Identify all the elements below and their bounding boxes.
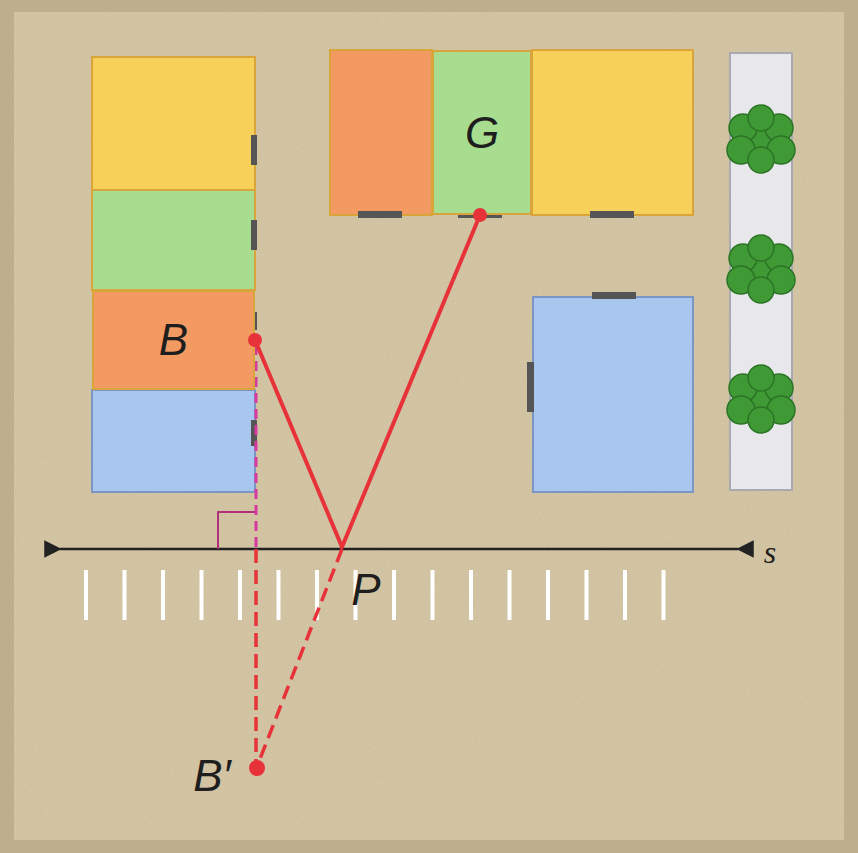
bushes [727, 105, 795, 433]
building [533, 297, 693, 492]
door [527, 362, 534, 412]
bush [748, 277, 774, 303]
reflected-point [249, 760, 265, 776]
parking-stripe [123, 570, 127, 620]
building-label: G [465, 111, 499, 155]
parking-stripe [508, 570, 512, 620]
point-label: B′ [193, 754, 231, 798]
parking-stripe [469, 570, 473, 620]
building [92, 57, 255, 190]
building: B [92, 290, 255, 390]
parking-stripe [161, 570, 165, 620]
right-angle-mark [218, 512, 256, 549]
door [358, 211, 402, 218]
building: G [432, 50, 532, 215]
bush [748, 147, 774, 173]
door [251, 220, 257, 250]
parking-stripe [200, 570, 204, 620]
building [92, 390, 255, 492]
parking-stripe [238, 570, 242, 620]
parking-stripe [431, 570, 435, 620]
parking-stripe [623, 570, 627, 620]
ground-texture [14, 12, 844, 840]
bush [748, 407, 774, 433]
point-label: P [351, 568, 380, 612]
door [251, 135, 257, 165]
bush [748, 365, 774, 391]
door [590, 211, 634, 218]
building-label: B [159, 318, 188, 362]
point-dot [248, 333, 262, 347]
ground [14, 12, 844, 840]
bush [748, 235, 774, 261]
building [330, 50, 432, 215]
line-label: s [764, 536, 776, 568]
parking-stripe [277, 570, 281, 620]
point-dot [473, 208, 487, 222]
bush [748, 105, 774, 131]
street-line [60, 548, 738, 551]
parking-stripe [585, 570, 589, 620]
building [92, 190, 255, 290]
light-path [255, 215, 480, 547]
parking-stripe [546, 570, 550, 620]
parking-stripe [84, 570, 88, 620]
building [532, 50, 693, 215]
parking-stripe [392, 570, 396, 620]
reflection-line [254, 549, 258, 764]
parking-stripe [662, 570, 666, 620]
door [592, 292, 636, 299]
reflected-path [258, 549, 342, 764]
